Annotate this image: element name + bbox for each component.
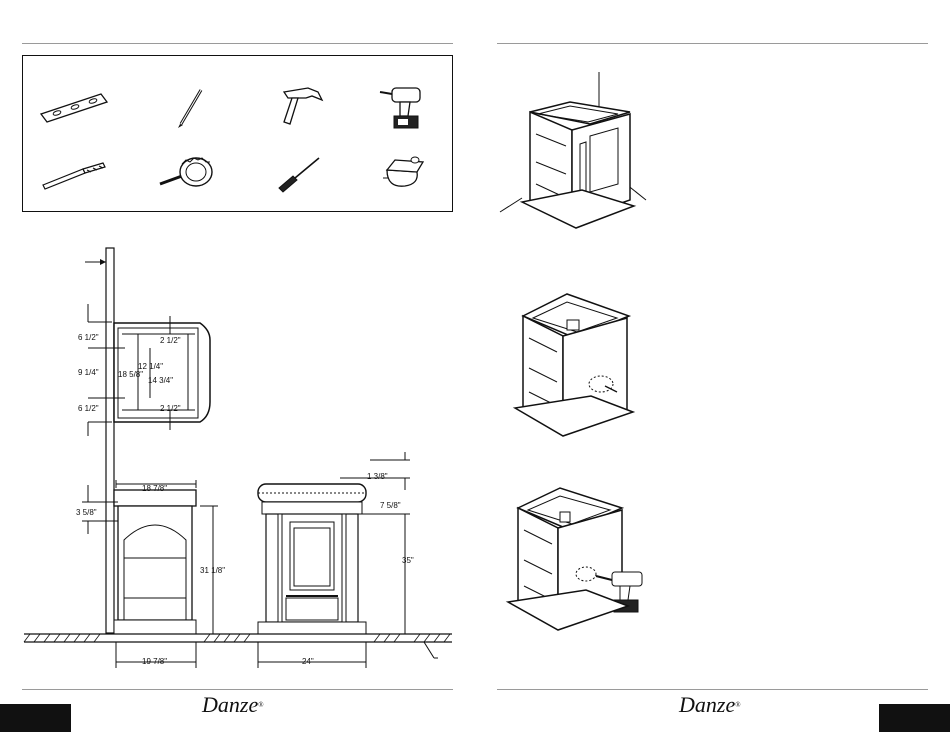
dim-bottom-2-half: 2 1/2" — [160, 404, 181, 413]
dim-front-7-5: 7 5/8" — [380, 501, 401, 510]
step2-illustration — [505, 288, 640, 448]
dim-top-14: 14 3/4" — [148, 376, 173, 385]
header-rule-right — [497, 43, 928, 44]
danze-logo-right: Danze® — [679, 693, 741, 717]
dim-side-3-5: 3 5/8" — [76, 508, 97, 517]
footer-rule-left — [22, 689, 453, 690]
dim-bottom-6-half: 6 1/2" — [78, 404, 99, 413]
trademark-right: ® — [735, 701, 740, 709]
step1-illustration — [500, 72, 650, 242]
page-tab-left — [0, 704, 71, 732]
danze-logo-left-text: Danze — [202, 692, 258, 717]
dim-front-24: 24" — [302, 657, 314, 666]
dim-top-9: 9 1/4" — [78, 368, 99, 377]
dim-top-6-half: 6 1/2" — [78, 333, 99, 342]
dim-front-35: 35" — [402, 556, 414, 565]
step3-illustration — [500, 484, 660, 644]
dim-top-18: 18 5/8" — [118, 370, 143, 379]
footer-rule-right — [497, 689, 928, 690]
dim-side-18-7: 18 7/8" — [142, 484, 167, 493]
dim-front-1-3: 1 3/8" — [367, 472, 388, 481]
page-tab-right — [879, 704, 950, 732]
dim-side-19: 19 7/8" — [142, 657, 167, 666]
trademark-left: ® — [258, 701, 263, 709]
dim-side-31: 31 1/8" — [200, 566, 225, 575]
danze-logo-right-text: Danze — [679, 692, 735, 717]
dimension-drawing — [0, 0, 475, 680]
dim-top-2-half: 2 1/2" — [160, 336, 181, 345]
danze-logo-left: Danze® — [202, 693, 264, 717]
